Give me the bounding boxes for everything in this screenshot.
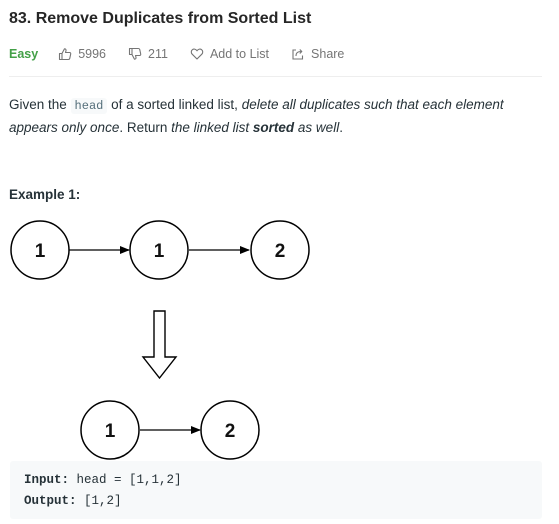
output-label: Output: [24,494,77,508]
list-node: 1 [129,220,189,280]
header-divider [9,76,542,77]
list-node: 2 [200,400,260,460]
node-value: 1 [105,421,116,442]
add-to-list-button[interactable]: Add to List [190,47,269,61]
list-node: 2 [250,220,310,280]
dislike-button[interactable]: 211 [128,47,168,61]
example-title: Example 1: [9,187,81,202]
share-icon [292,49,304,60]
desc-italic: the linked list sorted as well [171,120,339,135]
down-arrow-icon [141,310,178,380]
problem-title: 83. Remove Duplicates from Sorted List [9,10,312,27]
share-label: Share [311,47,345,61]
thumbs-down-icon [128,47,142,60]
input-list: 1 1 2 [10,220,310,280]
input-label: Input: [24,473,70,487]
desc-text: . Return [119,120,172,135]
desc-italic: delete all duplicates such that each ele… [9,97,504,135]
node-value: 2 [275,241,286,262]
desc-text: . [339,120,343,135]
output-value: [1,2] [76,494,122,508]
node-value: 2 [225,421,236,442]
thumbs-up-icon [59,48,72,61]
example-io-block: Input: head = [1,1,2] Output: [1,2] [10,461,542,519]
desc-italic-text: the linked list [171,120,253,135]
add-to-list-label: Add to List [209,47,270,61]
list-node: 1 [80,400,140,460]
heart-icon [190,48,204,60]
likes-count: 5996 [78,47,107,61]
problem-meta-bar: Easy 5996 211 Add to List Share [9,45,366,63]
desc-text: Given the [9,97,71,112]
desc-italic-text: as well [294,120,340,135]
example-output-line: Output: [1,2] [24,494,122,508]
node-value: 1 [154,241,165,262]
input-value: head = [1,1,2] [69,473,182,487]
code-head: head [70,98,108,114]
output-list: 1 2 [80,400,260,460]
difficulty-badge: Easy [9,47,39,61]
dislikes-count: 211 [148,47,168,61]
desc-text: of a sorted linked list, [107,97,242,112]
share-button[interactable]: Share [291,47,344,61]
desc-bold: sorted [252,120,295,135]
node-value: 1 [35,241,46,262]
like-button[interactable]: 5996 [58,47,106,61]
example-input-line: Input: head = [1,1,2] [24,473,182,487]
problem-description: Given the head of a sorted linked list, … [9,94,549,139]
linked-list-diagram: 1 1 2 1 2 [10,220,310,460]
list-node: 1 [10,220,70,280]
